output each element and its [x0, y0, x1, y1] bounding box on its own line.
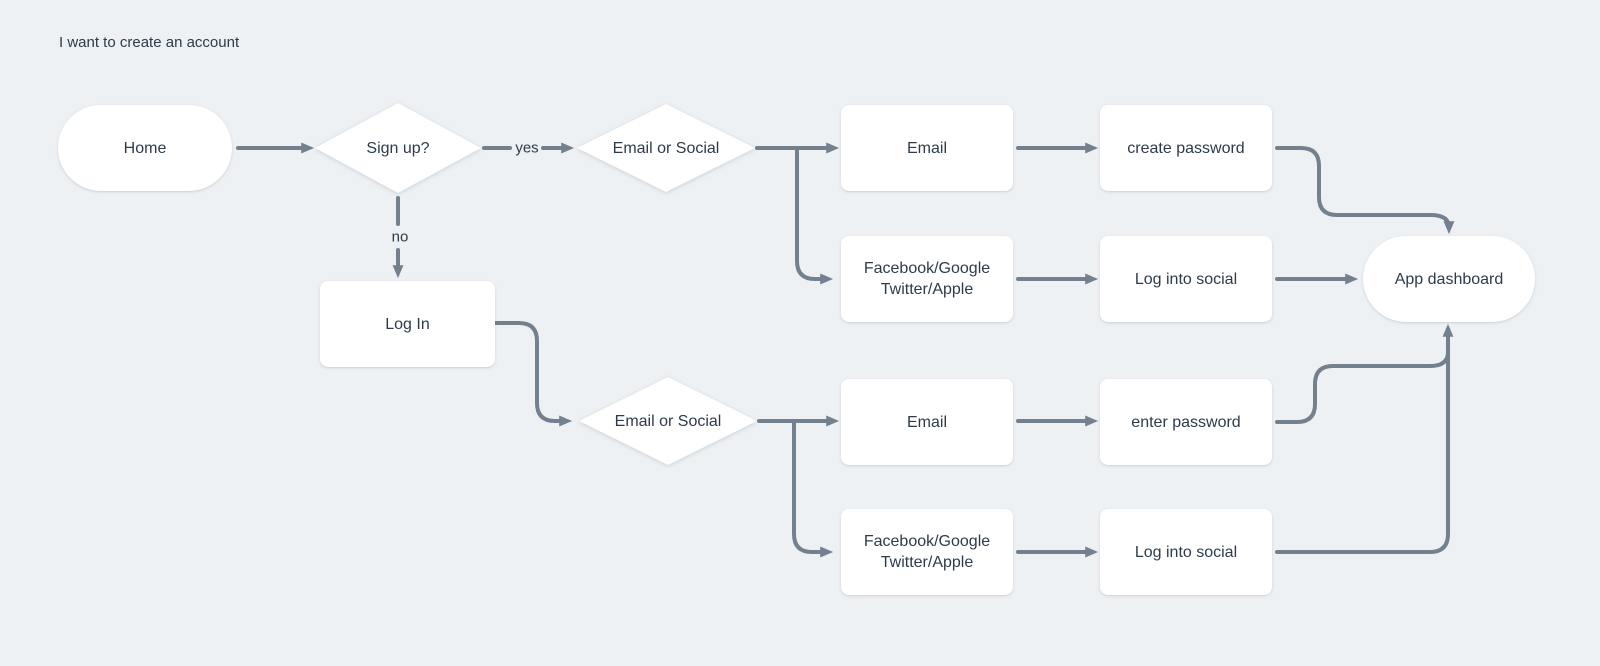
node-facebook-google-twitter-apple-1: Facebook/Google Twitter/Apple — [841, 236, 1013, 322]
node-label: Email — [906, 139, 947, 157]
node-label: enter password — [1131, 413, 1241, 431]
node-label: Facebook/Google Twitter/Apple — [863, 260, 991, 298]
connector-email-or-social-1-to-facebook-1 — [795, 146, 834, 285]
connector-enter-password-to-app-dashboard — [1275, 350, 1450, 424]
node-log-into-social-1: Log into social — [1100, 236, 1272, 322]
connector-email-or-social-2-to-facebook-2 — [792, 419, 834, 558]
node-email-or-social-1: Email or Social — [577, 104, 755, 192]
node-email-2: Email — [841, 379, 1013, 465]
node-label: Home — [123, 139, 167, 157]
connector-log-in-to-email-or-social-2 — [494, 321, 573, 427]
node-email-1: Email — [841, 105, 1013, 191]
node-label: Facebook/Google Twitter/Apple — [863, 533, 991, 571]
diamond-shape — [577, 104, 755, 192]
node-home: Home — [58, 105, 232, 191]
node-label: Email or Social — [614, 412, 722, 430]
node-label: create password — [1127, 139, 1245, 157]
diamond-shape — [315, 103, 481, 193]
node-log-in: Log In — [320, 281, 495, 367]
node-label: Log into social — [1134, 543, 1238, 561]
node-label: Sign up? — [366, 139, 430, 157]
node-app-dashboard: App dashboard — [1363, 236, 1535, 322]
node-log-into-social-2: Log into social — [1100, 509, 1272, 595]
node-label: Email or Social — [612, 139, 720, 157]
connector-create-password-to-app-dashboard — [1275, 146, 1455, 235]
node-sign-up: Sign up? — [315, 103, 481, 193]
node-create-password: create password — [1100, 105, 1272, 191]
diamond-shape — [579, 377, 757, 465]
connector-log-into-social-2-to-app-dashboard — [1275, 323, 1454, 554]
node-label: Log In — [385, 315, 430, 333]
node-email-or-social-2: Email or Social — [579, 377, 757, 465]
node-label: Email — [906, 413, 947, 431]
node-enter-password: enter password — [1100, 379, 1272, 465]
node-label: Log into social — [1134, 270, 1238, 288]
diagram-title: I want to create an account — [59, 34, 240, 51]
edge-label-no: no — [391, 228, 409, 246]
edge-label-yes: yes — [515, 139, 539, 157]
node-label: App dashboard — [1394, 270, 1504, 288]
node-facebook-google-twitter-apple-2: Facebook/Google Twitter/Apple — [841, 509, 1013, 595]
